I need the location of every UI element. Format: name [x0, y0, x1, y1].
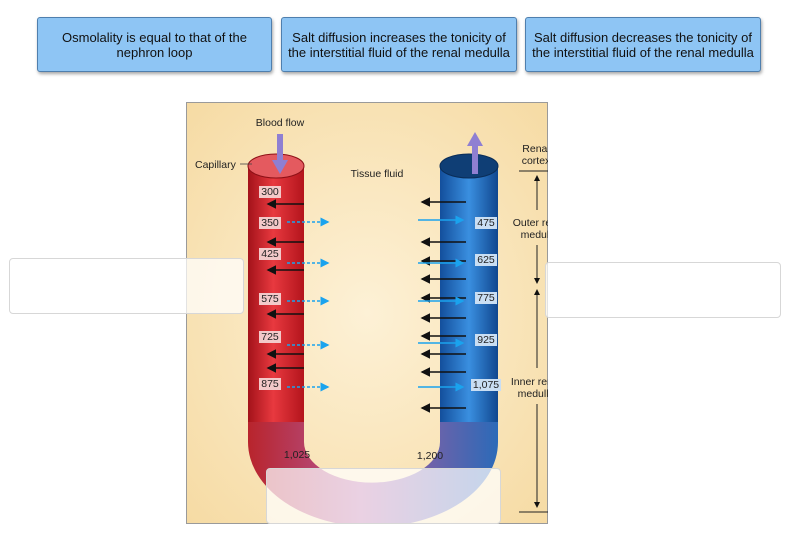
left-osmolality-value: 350	[261, 217, 279, 229]
exchange-arrows	[266, 197, 466, 413]
capillary-label: Capillary	[195, 159, 237, 171]
left-osmolality-value: 300	[261, 186, 279, 198]
right-value-bg	[471, 379, 501, 391]
left-value-bg	[259, 378, 281, 390]
right-value-bg	[475, 254, 497, 266]
right-osmolality-value: 625	[477, 254, 495, 266]
renal-cortex-label-2: cortex	[522, 155, 548, 167]
right-osmolality-value: 775	[477, 292, 495, 304]
descending-osmolality-values: 300 350 425 575 725 875	[259, 186, 281, 390]
right-value-bg	[475, 217, 497, 229]
right-osmolality-value: 1,075	[473, 379, 499, 391]
diagram-svg: Blood flow Capillary Tissue fluid Renal …	[186, 102, 565, 527]
left-osmolality-value: 575	[261, 293, 279, 305]
drop-zone-bottom[interactable]	[266, 468, 501, 524]
renal-cortex-label-1: Renal	[522, 143, 548, 155]
right-osmolality-value: 925	[477, 334, 495, 346]
drop-zone-left[interactable]	[9, 258, 244, 314]
left-osmolality-value: 875	[261, 378, 279, 390]
answer-card-salt-decreases[interactable]: Salt diffusion decreases the tonicity of…	[525, 17, 761, 72]
outer-medulla-label-1: Outer renal	[513, 217, 548, 229]
answer-card-label: Osmolality is equal to that of the nephr…	[62, 29, 247, 60]
left-osmolality-value: 425	[261, 248, 279, 260]
blood-flow-label: Blood flow	[256, 117, 305, 129]
left-osmolality-value: 725	[261, 331, 279, 343]
ascending-osmolality-values: 475 625 775 925 1,075	[471, 217, 501, 391]
right-osmolality-value: 475	[477, 217, 495, 229]
vasa-recta-diagram: Blood flow Capillary Tissue fluid Renal …	[186, 102, 565, 529]
answer-card-label: Salt diffusion increases the tonicity of…	[288, 29, 510, 60]
left-value-bg	[259, 217, 281, 229]
answer-card-salt-increases[interactable]: Salt diffusion increases the tonicity of…	[281, 17, 517, 72]
inner-medulla-label-2: medulla	[518, 388, 548, 400]
blood-out-arrowhead	[467, 132, 483, 146]
bottom-left-value: 1,025	[284, 449, 310, 461]
answer-card-label: Salt diffusion decreases the tonicity of…	[532, 29, 754, 60]
tissue-fluid-label: Tissue fluid	[351, 168, 404, 180]
inner-medulla-label-1: Inner renal	[511, 376, 548, 388]
left-value-bg	[259, 293, 281, 305]
right-value-bg	[475, 292, 497, 304]
right-value-bg	[475, 334, 497, 346]
answer-card-osmolality-equal[interactable]: Osmolality is equal to that of the nephr…	[37, 17, 272, 72]
ascending-opening	[439, 153, 499, 179]
drop-zone-right[interactable]	[545, 262, 781, 318]
outer-medulla-label-2: medulla	[521, 229, 548, 241]
left-value-bg	[259, 186, 281, 198]
left-value-bg	[259, 331, 281, 343]
blood-in-arrowhead	[272, 160, 288, 174]
bottom-right-value: 1,200	[417, 450, 443, 462]
left-value-bg	[259, 248, 281, 260]
